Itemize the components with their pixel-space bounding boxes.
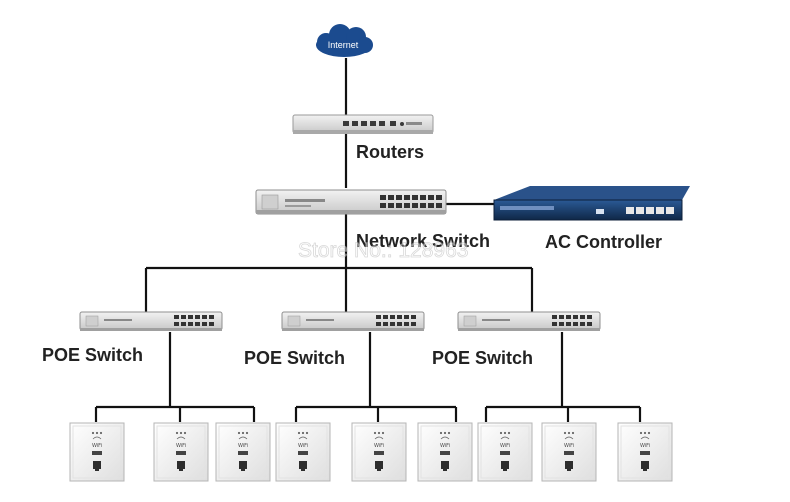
poe-switch-label-3: POE Switch bbox=[432, 348, 533, 368]
wifi-label: WiFi bbox=[640, 443, 650, 449]
connection-lines bbox=[94, 58, 642, 422]
poe-switch-device-icon bbox=[281, 311, 425, 331]
internet-label: Internet bbox=[328, 40, 359, 50]
access-point-panel-icon: WiFi bbox=[215, 422, 271, 482]
router-device-icon bbox=[292, 114, 434, 134]
wifi-label: WiFi bbox=[564, 443, 574, 449]
poe-switch-label-1: POE Switch bbox=[42, 345, 143, 365]
ac-controller-device-icon bbox=[493, 186, 690, 221]
access-point-panel-icon: WiFi bbox=[351, 422, 407, 482]
access-point-panel-icon: WiFi bbox=[541, 422, 597, 482]
routers-label: Routers bbox=[356, 142, 424, 162]
access-point-panel-icon: WiFi bbox=[477, 422, 533, 482]
wifi-label: WiFi bbox=[500, 443, 510, 449]
wifi-label: WiFi bbox=[374, 443, 384, 449]
access-point-panel-icon: WiFi bbox=[69, 422, 125, 482]
wifi-label: WiFi bbox=[176, 443, 186, 449]
ac-controller-label: AC Controller bbox=[545, 232, 662, 252]
internet-cloud-icon: Internet bbox=[316, 24, 373, 57]
poe-switch-device-icon bbox=[79, 311, 223, 331]
access-point-panel-icon: WiFi bbox=[617, 422, 673, 482]
wifi-label: WiFi bbox=[298, 443, 308, 449]
access-point-panel-icon: WiFi bbox=[275, 422, 331, 482]
access-points: WiFi WiFi WiFi WiFi WiFi WiFi WiFi WiFi WiFi bbox=[69, 422, 673, 482]
poe-switch-label-2: POE Switch bbox=[244, 348, 345, 368]
access-point-panel-icon: WiFi bbox=[417, 422, 473, 482]
access-point-panel-icon: WiFi bbox=[153, 422, 209, 482]
store-watermark: Store No.: 128963 bbox=[298, 239, 468, 262]
wifi-label: WiFi bbox=[238, 443, 248, 449]
network-switch-label: Network Switch bbox=[356, 231, 490, 251]
network-switch-device-icon bbox=[255, 189, 447, 215]
wifi-label: WiFi bbox=[92, 443, 102, 449]
wifi-label: WiFi bbox=[440, 443, 450, 449]
poe-switch-device-icon bbox=[457, 311, 601, 331]
